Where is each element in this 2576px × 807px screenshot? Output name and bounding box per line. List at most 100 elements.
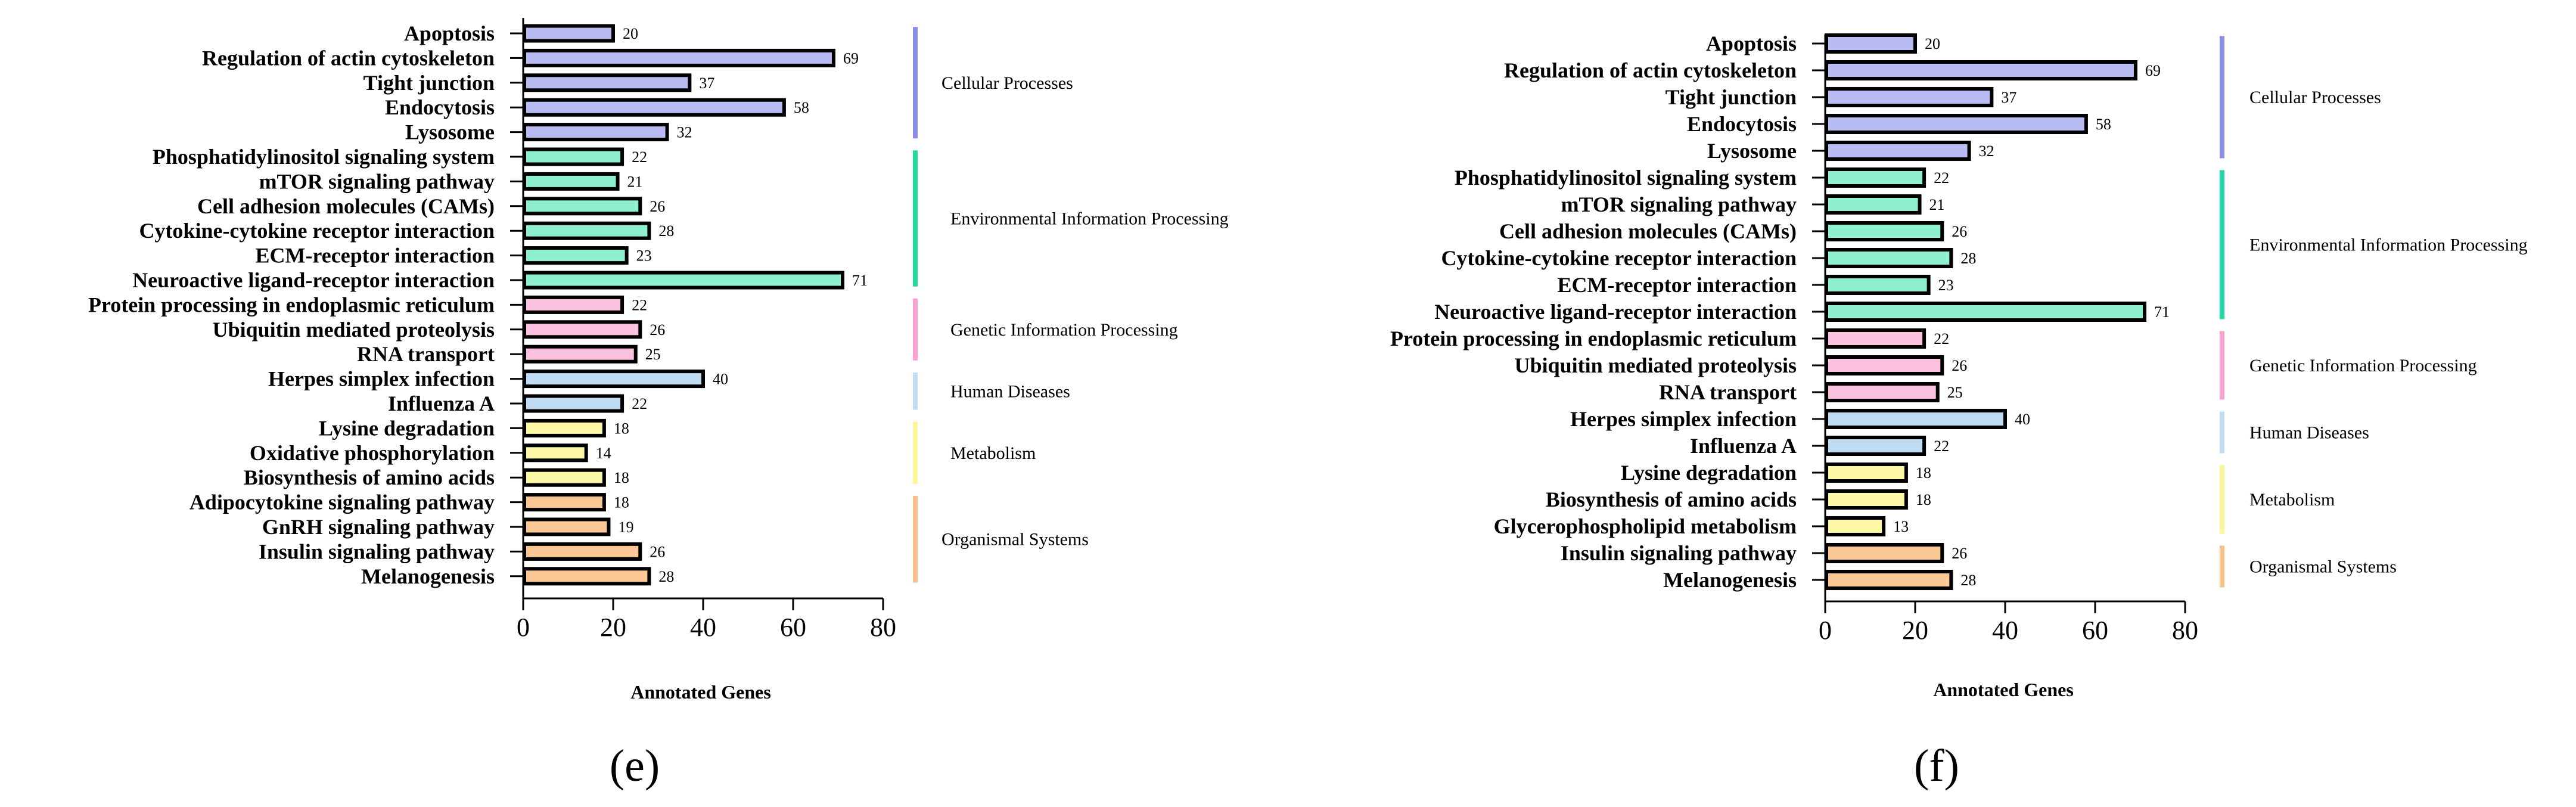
group-label: Environmental Information Processing (2249, 235, 2528, 255)
value-label: 37 (699, 75, 714, 92)
category-label: Neuroactive ligand-receptor interaction (1434, 300, 1797, 324)
bar (523, 320, 642, 339)
category-label: Regulation of actin cytoskeleton (1504, 58, 1797, 82)
category-label: Neuroactive ligand-receptor interaction (132, 268, 495, 292)
value-label: 22 (632, 148, 647, 166)
group-bracket (913, 495, 918, 583)
group-label: Cellular Processes (2249, 88, 2381, 107)
bar (1825, 248, 1953, 268)
value-label: 20 (623, 25, 638, 42)
category-label: Lysine degradation (1621, 461, 1797, 485)
bar (1825, 60, 2137, 80)
x-tick-label: 0 (517, 613, 530, 642)
group-bracket (913, 372, 918, 410)
x-tick-label: 60 (2082, 616, 2108, 645)
category-label: Oxidative phosphorylation (250, 441, 495, 465)
category-label: Protein processing in endoplasmic reticu… (1390, 327, 1797, 350)
group-bracket (2220, 331, 2224, 400)
category-label: Ubiquitin mediated proteolysis (213, 318, 495, 342)
group-bracket (2220, 545, 2224, 588)
value-label: 26 (1952, 357, 1967, 374)
bar (523, 493, 606, 512)
value-label: 18 (614, 469, 629, 486)
group-bracket (2220, 170, 2224, 319)
panel-label: (f) (1914, 741, 1959, 791)
category-label: Protein processing in endoplasmic reticu… (88, 293, 495, 316)
group-bracket (2220, 411, 2224, 454)
bar (1825, 87, 1994, 107)
group-bracket (913, 298, 918, 361)
bar (1825, 33, 1917, 54)
bar (1825, 302, 2147, 322)
x-tick-label: 40 (1992, 616, 2018, 645)
value-label: 71 (852, 272, 868, 289)
bar (523, 123, 669, 142)
category-label: Phosphatidylinositol signaling system (153, 145, 495, 169)
value-label: 26 (650, 543, 665, 560)
bar (1825, 409, 2007, 429)
value-label: 22 (1934, 437, 1949, 455)
category-label: mTOR signaling pathway (1561, 193, 1797, 216)
bar (523, 246, 629, 265)
category-label: mTOR signaling pathway (259, 169, 495, 193)
bar (523, 98, 786, 117)
value-label: 20 (1925, 35, 1940, 52)
value-label: 23 (636, 247, 652, 265)
panel-label: (e) (610, 741, 660, 791)
category-label: Insulin signaling pathway (259, 539, 495, 563)
group-label: Organismal Systems (941, 530, 1089, 550)
group-label: Genetic Information Processing (2249, 356, 2477, 375)
category-label: RNA transport (357, 342, 495, 366)
value-label: 21 (627, 173, 643, 190)
value-label: 32 (1979, 142, 1994, 160)
bar (1825, 194, 1922, 215)
bar (523, 172, 620, 191)
category-label: Adipocytokine signaling pathway (189, 491, 495, 514)
value-label: 22 (1934, 169, 1949, 187)
bar (1825, 114, 2088, 134)
value-label: 26 (650, 321, 665, 339)
value-label: 26 (1952, 223, 1967, 240)
value-label: 32 (677, 124, 692, 141)
category-label: Tight junction (1665, 85, 1797, 109)
bar (523, 542, 642, 561)
group-label: Cellular Processes (941, 73, 1073, 93)
category-label: ECM-receptor interaction (1557, 273, 1797, 297)
bar (523, 147, 624, 166)
value-label: 71 (2154, 303, 2170, 321)
value-label: 18 (614, 420, 629, 437)
bar (523, 443, 588, 463)
category-label: Influenza A (1690, 434, 1797, 458)
category-label: Apoptosis (1706, 32, 1797, 55)
value-label: 22 (632, 395, 647, 412)
value-label: 40 (2015, 411, 2030, 428)
category-label: ECM-receptor interaction (255, 244, 495, 268)
value-label: 18 (1916, 464, 1931, 482)
value-label: 14 (596, 445, 611, 462)
group-bracket (2220, 36, 2224, 159)
category-label: Cytokine-cytokine receptor interaction (1441, 246, 1797, 270)
bar (1825, 167, 1926, 188)
bar (523, 295, 624, 314)
value-label: 28 (658, 222, 674, 240)
bar (523, 73, 692, 92)
group-label: Human Diseases (2249, 423, 2369, 443)
category-label: Apoptosis (404, 21, 495, 45)
value-label: 25 (645, 346, 661, 363)
category-label: Cell adhesion molecules (CAMs) (1499, 219, 1797, 243)
value-label: 21 (1929, 196, 1945, 213)
value-label: 58 (794, 99, 809, 116)
group-label: Organismal Systems (2249, 557, 2397, 577)
group-label: Genetic Information Processing (950, 320, 1178, 340)
value-label: 69 (2145, 62, 2161, 79)
category-label: Glycerophospholipid metabolism (1494, 514, 1797, 538)
value-label: 26 (1952, 545, 1967, 562)
category-label: Biosynthesis of amino acids (1546, 488, 1797, 511)
bar (523, 197, 642, 216)
value-label: 25 (1947, 384, 1963, 401)
value-label: 19 (618, 519, 633, 536)
category-label: Tight junction (363, 71, 495, 95)
bar (523, 418, 606, 437)
